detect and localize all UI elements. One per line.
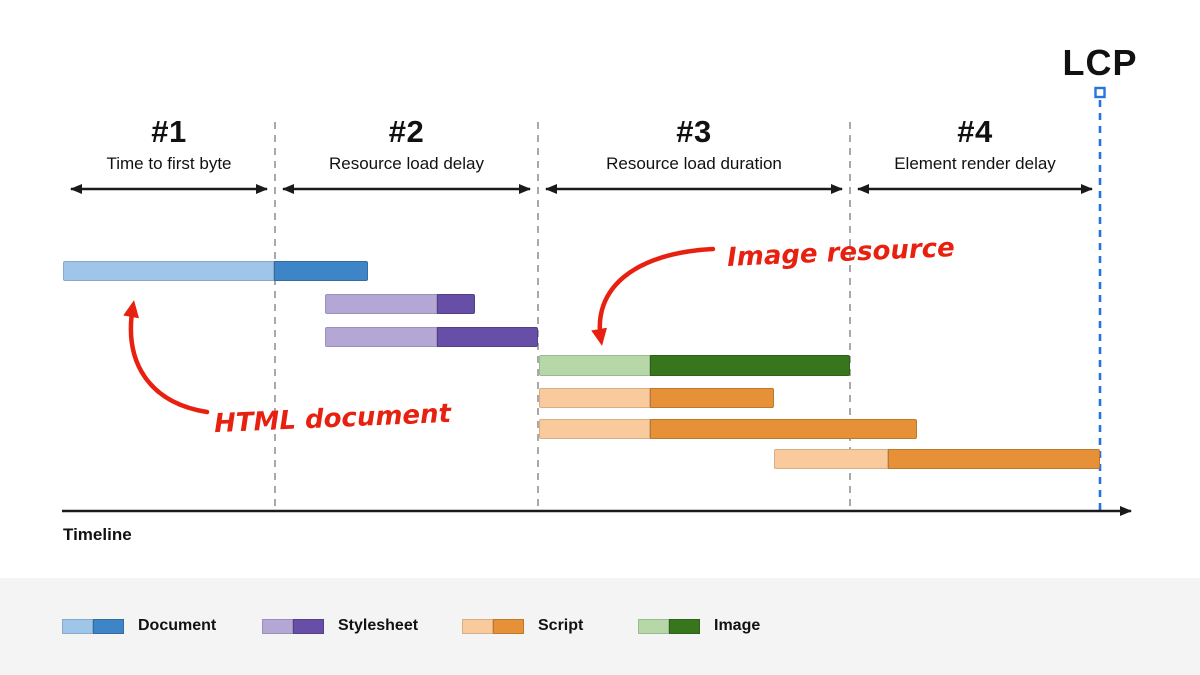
legend-swatch-stylesheet-icon xyxy=(262,618,324,634)
bar-script-light-segment xyxy=(539,388,650,408)
bar-stylesheet-dark-segment xyxy=(437,327,538,347)
bar-document-light-segment xyxy=(63,261,274,281)
legend-swatch-dark xyxy=(493,618,524,634)
bar-script-6 xyxy=(539,419,917,439)
bar-script-light-segment xyxy=(539,419,650,439)
legend-label-document: Document xyxy=(138,617,217,634)
bar-script-dark-segment xyxy=(650,419,917,439)
legend-swatch-script-icon xyxy=(462,618,524,634)
lcp-marker-icon xyxy=(1094,86,1106,99)
bar-script-7 xyxy=(774,449,1100,469)
bar-image-4 xyxy=(539,355,850,376)
legend-item-script: Script xyxy=(462,617,583,635)
bar-script-dark-segment xyxy=(888,449,1100,469)
bar-script-light-segment xyxy=(774,449,888,469)
bar-stylesheet-dark-segment xyxy=(437,294,475,314)
legend-label-script: Script xyxy=(538,617,584,634)
legend-label-stylesheet: Stylesheet xyxy=(338,617,419,634)
legend-swatch-document-icon xyxy=(62,618,124,634)
phase-2-label: Resource load delay xyxy=(329,154,484,173)
phase-2-number: #2 xyxy=(388,114,425,149)
legend-swatch-dark xyxy=(669,618,700,634)
bar-script-dark-segment xyxy=(650,388,774,408)
legend-swatch-dark xyxy=(93,618,124,634)
annotation-arrowhead-icon xyxy=(591,327,607,346)
lcp-label: LCP xyxy=(1062,42,1138,83)
phase-3-label: Resource load duration xyxy=(606,154,782,173)
legend-swatch-light xyxy=(262,618,293,634)
legend-swatch-light xyxy=(638,618,669,634)
legend-swatch-light xyxy=(462,618,493,634)
bar-image-dark-segment xyxy=(650,355,850,376)
annotation-arrow xyxy=(597,246,716,343)
annotation-arrowhead-icon xyxy=(123,300,139,319)
phase-3-number: #3 xyxy=(676,114,712,149)
legend-item-image: Image xyxy=(638,617,760,635)
bar-document-dark-segment xyxy=(274,261,368,281)
annotation-html-document: HTML document xyxy=(213,398,452,440)
bar-stylesheet-3 xyxy=(325,327,538,347)
legend-item-stylesheet: Stylesheet xyxy=(262,617,418,635)
legend-label-image: Image xyxy=(714,617,761,634)
phase-1-number: #1 xyxy=(151,114,187,149)
bar-stylesheet-light-segment xyxy=(325,294,437,314)
legend-swatch-dark xyxy=(293,618,324,634)
bar-image-light-segment xyxy=(539,355,650,376)
phase-4-number: #4 xyxy=(957,114,993,149)
phase-4-label: Element render delay xyxy=(894,154,1056,173)
legend-item-document: Document xyxy=(62,617,216,635)
legend-band: Document Stylesheet Script Image xyxy=(0,578,1200,675)
bar-document-1 xyxy=(63,261,368,281)
bar-script-5 xyxy=(539,388,774,408)
legend-swatch-light xyxy=(62,618,93,634)
timeline-axis-label: Timeline xyxy=(63,525,132,544)
bar-stylesheet-2 xyxy=(325,294,475,314)
annotation-arrow xyxy=(128,303,210,415)
legend-swatch-image-icon xyxy=(638,618,700,634)
annotation-image-resource: Image resource xyxy=(726,233,956,273)
bar-stylesheet-light-segment xyxy=(325,327,437,347)
phase-1-label: Time to first byte xyxy=(106,154,232,173)
